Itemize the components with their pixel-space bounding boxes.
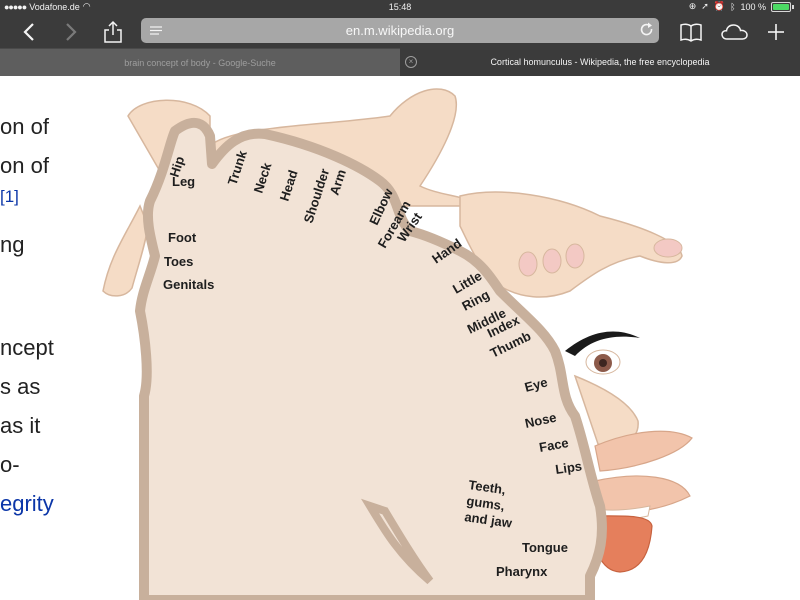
label-hip: Hip <box>167 154 188 179</box>
address-bar[interactable]: en.m.wikipedia.org <box>141 18 659 43</box>
article-text-line: o- <box>0 452 20 477</box>
plus-icon <box>768 23 784 40</box>
label-leg: Leg <box>172 174 195 189</box>
forward-button[interactable] <box>56 15 86 48</box>
book-icon <box>680 23 702 42</box>
icloud-tabs-button[interactable] <box>718 15 752 48</box>
label-toes: Toes <box>164 254 193 269</box>
page-content: on of on of [1] ng ncept s as as it o- e… <box>0 76 800 600</box>
label-genitals: Genitals <box>163 277 214 292</box>
cortex-section <box>135 117 607 600</box>
browser-toolbar: en.m.wikipedia.org <box>0 15 800 48</box>
alarm-icon: ⏰ <box>713 1 726 11</box>
tab-label: brain concept of body - Google-Suche <box>124 58 276 68</box>
status-left: ●●●●● Vodafone.de ◠ <box>4 1 91 12</box>
back-button[interactable] <box>14 15 44 48</box>
tab-bar: brain concept of body - Google-Suche Cor… <box>0 48 800 77</box>
article-text-line: ng <box>0 232 25 257</box>
cortex-sulcus <box>361 498 434 585</box>
chevron-left-icon <box>23 22 34 41</box>
homunculus-lower-lip <box>594 475 691 513</box>
tab-cortical-homunculus[interactable]: Cortical homunculus - Wikipedia, the fre… <box>400 48 800 76</box>
article-text-line: as it <box>0 413 41 438</box>
location-icon: ➚ <box>701 1 709 11</box>
battery-icon <box>771 1 791 12</box>
article-text-line: ncept <box>0 335 54 360</box>
new-tab-button[interactable] <box>762 15 790 48</box>
label-teeth: Teeth, <box>468 477 507 497</box>
reload-icon[interactable] <box>639 22 655 38</box>
share-button[interactable] <box>98 15 128 48</box>
homunculus-figure[interactable]: Hip Leg Trunk Neck Head Shoulder Arm Elb… <box>0 76 800 600</box>
status-bar: ●●●●● Vodafone.de ◠ 15:48 ⊕ ➚ ⏰ ᛒ 100 % <box>0 0 800 15</box>
article-text-line: on of <box>0 153 49 178</box>
chevron-right-icon <box>66 22 77 41</box>
label-pharynx: Pharynx <box>496 564 548 579</box>
battery-percent: 100 % <box>740 1 766 12</box>
label-face: Face <box>538 435 570 455</box>
battery-tip <box>792 4 794 9</box>
battery-fill <box>773 3 789 10</box>
homunculus-upper-lip <box>594 430 693 472</box>
tab-label: Cortical homunculus - Wikipedia, the fre… <box>490 57 710 67</box>
label-eye: Eye <box>523 374 549 394</box>
bluetooth-icon: ᛒ <box>730 1 736 12</box>
label-jaw: and jaw <box>464 509 514 531</box>
url-text: en.m.wikipedia.org <box>345 23 455 38</box>
label-tongue: Tongue <box>522 540 568 555</box>
clock: 15:48 <box>388 2 412 12</box>
citation-link[interactable]: [1] <box>0 187 19 206</box>
reader-icon[interactable] <box>149 25 163 36</box>
bookmarks-button[interactable] <box>676 15 706 48</box>
orientation-lock-icon: ⊕ <box>688 1 697 11</box>
article-link[interactable]: egrity <box>0 491 54 516</box>
cloud-icon <box>721 23 748 40</box>
label-nose: Nose <box>524 410 558 431</box>
signal-icon: ●●●●● <box>4 1 27 12</box>
carrier-name: Vodafone.de <box>29 1 80 12</box>
status-right: ⊕ ➚ ⏰ ᛒ 100 % <box>689 1 794 12</box>
close-tab-icon[interactable]: × <box>405 56 417 68</box>
wifi-icon: ◠ <box>82 1 91 11</box>
label-gums: gums, <box>466 493 506 513</box>
label-lips: Lips <box>554 458 583 477</box>
homunculus-foot <box>102 204 149 297</box>
article-text-line: s as <box>0 374 41 399</box>
homunculus-eyebrow <box>565 331 640 356</box>
label-foot: Foot <box>168 230 197 245</box>
article-text-line: on of <box>0 114 49 139</box>
share-icon <box>104 20 122 43</box>
tab-google-search[interactable]: brain concept of body - Google-Suche <box>0 48 400 77</box>
